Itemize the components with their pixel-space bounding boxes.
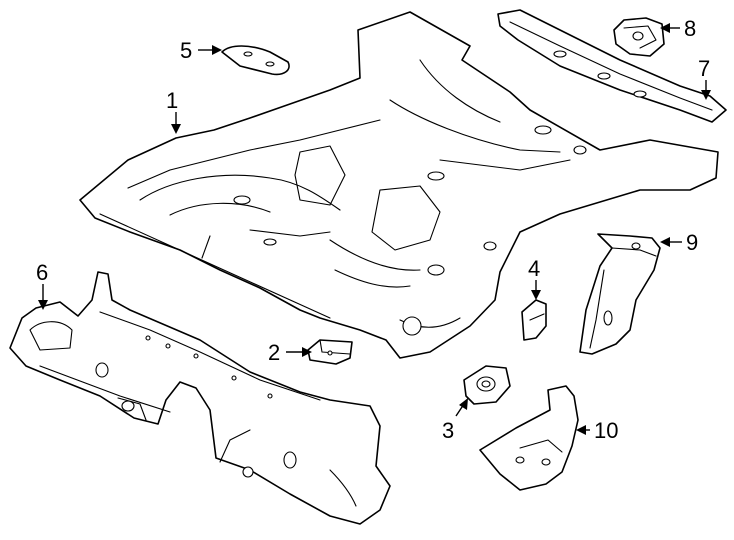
callout-9-arrowhead (660, 237, 670, 247)
part-2-bracket (307, 339, 353, 365)
callout-1: 1 (166, 88, 181, 134)
callout-2-number: 2 (268, 340, 280, 365)
callout-6: 6 (36, 260, 48, 310)
callout-2-arrowhead (302, 347, 312, 357)
callout-7-number: 7 (698, 56, 710, 81)
callout-7-arrowhead (701, 90, 711, 100)
part-4-bracket (521, 299, 547, 341)
callout-9-number: 9 (686, 230, 698, 255)
part-3-mount-bracket (463, 365, 511, 405)
part-8-mount-block (613, 17, 665, 57)
callout-3-number: 3 (442, 418, 454, 443)
callout-9: 9 (660, 230, 698, 255)
callout-1-arrowhead (171, 124, 181, 134)
callout-6-arrowhead (38, 300, 48, 310)
callout-4-arrowhead (531, 290, 541, 300)
callout-3-arrowhead (459, 398, 468, 410)
part-7-upper-rail (497, 9, 727, 123)
callout-4: 4 (528, 256, 541, 300)
callout-10: 10 (576, 418, 618, 443)
part-1-rear-floor-pan (79, 11, 719, 359)
part-6-rear-panel (9, 271, 391, 525)
callout-2: 2 (268, 340, 312, 365)
part-10-floor-extension (479, 385, 579, 491)
callout-5: 5 (180, 38, 222, 63)
callout-10-number: 10 (594, 418, 618, 443)
callout-3: 3 (442, 398, 468, 443)
callout-6-number: 6 (36, 260, 48, 285)
callout-1-number: 1 (166, 88, 178, 113)
part-9-pillar-extension (579, 233, 661, 355)
callout-7: 7 (698, 56, 711, 100)
callout-8-arrowhead (660, 23, 670, 33)
callout-5-number: 5 (180, 38, 192, 63)
callout-8: 8 (660, 16, 696, 41)
callout-5-arrowhead (212, 45, 222, 55)
callout-4-number: 4 (528, 256, 540, 281)
callout-8-number: 8 (684, 16, 696, 41)
part-5-plate (221, 45, 290, 76)
callout-10-arrowhead (576, 425, 586, 435)
